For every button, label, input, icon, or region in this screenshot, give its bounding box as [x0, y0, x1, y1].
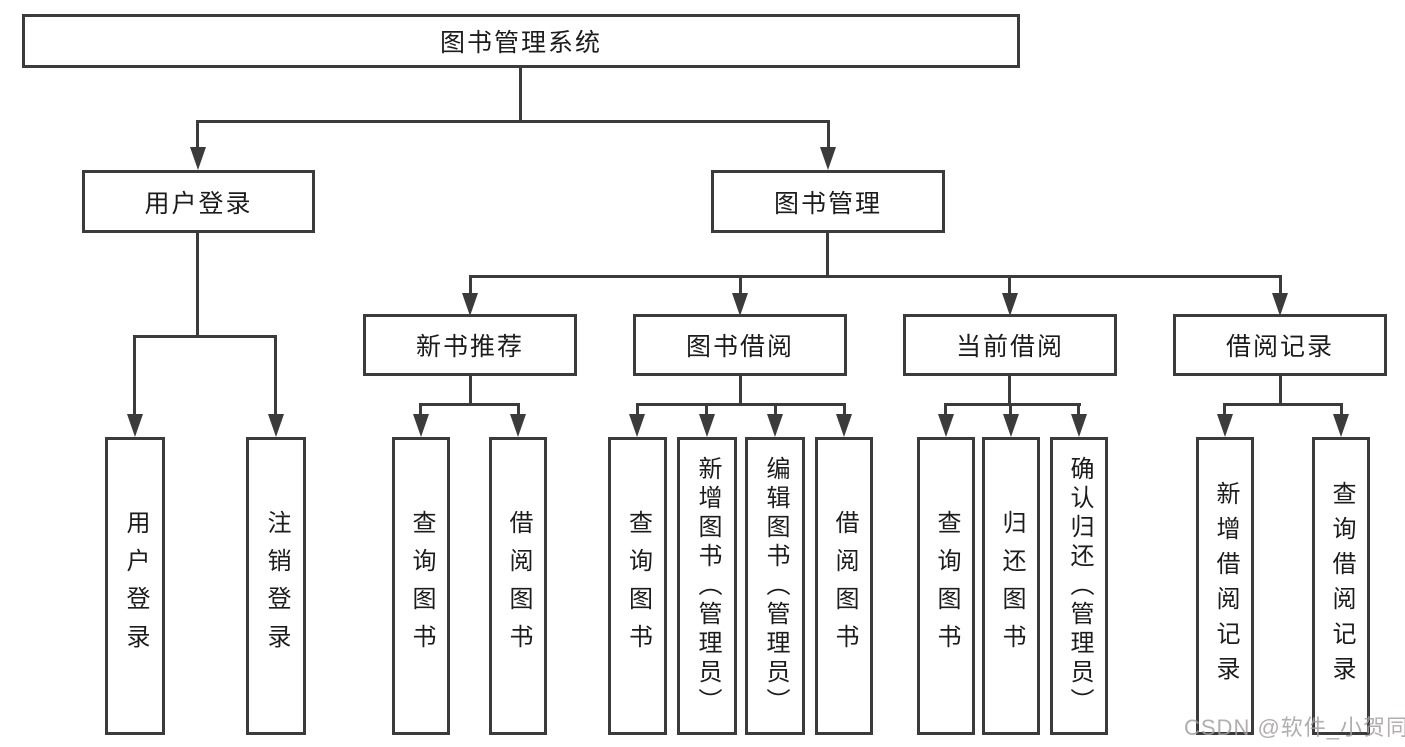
node-book-mgmt-label: 图书管理: [773, 189, 882, 218]
node-borrow-records: 借阅记录: [1173, 314, 1387, 376]
connector-current-borrow-split: [944, 403, 1081, 406]
leaf-current-confirm-admin-label: 确认归还（管理员）: [1066, 455, 1093, 717]
connector-user-login-split: [133, 335, 276, 338]
arrowhead-bb-edit: [767, 414, 783, 437]
arrowhead-new-books: [462, 293, 478, 316]
connector-stem-br-query: [1340, 403, 1343, 416]
connector-stem-nb-borrow: [517, 403, 520, 416]
arrowhead-book-mgmt: [820, 147, 836, 170]
arrowhead-borrow-records: [1272, 293, 1288, 316]
leaf-current-return: 归还图书: [982, 437, 1040, 735]
arrowhead-user-login: [190, 147, 206, 170]
arrowhead-bb-add: [699, 414, 715, 437]
connector-book-borrow-trunk: [739, 376, 742, 406]
leaf-borrow-query: 查询图书: [608, 437, 667, 735]
leaf-records-add-label: 新增借阅记录: [1212, 481, 1239, 691]
connector-borrow-records-split: [1223, 403, 1343, 406]
arrowhead-cb-return: [1003, 414, 1019, 437]
leaf-borrow-edit-admin: 编辑图书（管理员）: [745, 437, 805, 735]
connector-new-books-trunk: [469, 376, 472, 406]
leaf-newbooks-borrow: 借阅图书: [489, 437, 547, 735]
connector-book-borrow-split: [636, 403, 846, 406]
leaf-borrow-edit-admin-label: 编辑图书（管理员）: [762, 455, 789, 717]
leaf-newbooks-borrow-label: 借阅图书: [505, 510, 532, 662]
csdn-watermark: CSDN @软件_小贺同学: [1184, 715, 1405, 740]
connector-new-books-split: [419, 403, 520, 406]
connector-stem-cb-query: [944, 403, 947, 416]
connector-level3-split: [469, 275, 1282, 278]
leaf-logout-label: 注销登录: [263, 510, 290, 662]
node-book-borrow: 图书借阅: [633, 314, 847, 376]
leaf-current-query-label: 查询图书: [933, 510, 960, 662]
arrowhead-nb-borrow: [510, 414, 526, 437]
arrowhead-bb-query: [629, 414, 645, 437]
node-user-login: 用户登录: [82, 170, 315, 233]
leaf-records-query-label: 查询借阅记录: [1328, 481, 1355, 691]
connector-stem-bb-borrow: [843, 403, 846, 416]
arrowhead-nb-query: [413, 414, 429, 437]
leaf-current-return-label: 归还图书: [998, 510, 1025, 662]
node-current-borrow-label: 当前借阅: [955, 333, 1064, 361]
arrowhead-current-borrow: [1002, 293, 1018, 316]
connector-stem-leaf-logout: [274, 335, 277, 416]
connector-stem-cb-confirm: [1077, 403, 1080, 416]
leaf-borrow-add-admin: 新增图书（管理员）: [677, 437, 737, 735]
connector-stem-leaf-user-login: [133, 335, 136, 416]
connector-stem-book-borrow: [739, 275, 742, 295]
arrowhead-leaf-logout: [268, 414, 284, 437]
node-new-books: 新书推荐: [363, 314, 577, 376]
leaf-newbooks-query: 查询图书: [392, 437, 450, 735]
connector-root-trunk: [519, 68, 522, 122]
node-user-login-label: 用户登录: [144, 189, 253, 218]
arrowhead-br-add: [1217, 414, 1233, 437]
connector-current-borrow-trunk: [1008, 376, 1011, 406]
arrowhead-leaf-user-login: [127, 414, 143, 437]
node-current-borrow: 当前借阅: [903, 314, 1117, 376]
arrowhead-cb-query: [938, 414, 954, 437]
connector-borrow-records-trunk: [1279, 376, 1282, 406]
leaf-records-query: 查询借阅记录: [1312, 437, 1370, 735]
connector-stem-bb-query: [636, 403, 639, 416]
node-book-borrow-label: 图书借阅: [685, 333, 794, 361]
leaf-borrow-add-admin-label: 新增图书（管理员）: [694, 455, 721, 717]
connector-stem-new-books: [469, 275, 472, 295]
connector-user-login-trunk: [196, 233, 199, 337]
connector-level2-split: [196, 120, 830, 123]
arrowhead-book-borrow: [732, 293, 748, 316]
leaf-newbooks-query-label: 查询图书: [408, 510, 435, 662]
leaf-borrow-borrow-label: 借阅图书: [831, 510, 858, 662]
connector-stem-bb-add: [705, 403, 708, 416]
leaf-user-login: 用户登录: [105, 437, 165, 735]
leaf-borrow-query-label: 查询图书: [624, 510, 652, 662]
connector-stem-book-mgmt: [827, 120, 830, 150]
node-borrow-records-label: 借阅记录: [1225, 333, 1334, 361]
node-book-mgmt: 图书管理: [711, 170, 945, 233]
connector-stem-borrow-records: [1279, 275, 1282, 295]
connector-stem-user-login: [196, 120, 199, 150]
leaf-logout: 注销登录: [246, 437, 306, 735]
leaf-records-add: 新增借阅记录: [1196, 437, 1254, 735]
node-new-books-label: 新书推荐: [415, 333, 524, 361]
connector-stem-cb-return: [1009, 403, 1012, 416]
connector-stem-bb-edit: [774, 403, 777, 416]
leaf-current-query: 查询图书: [917, 437, 975, 735]
arrowhead-cb-confirm: [1071, 414, 1087, 437]
leaf-user-login-label: 用户登录: [122, 510, 149, 662]
node-library-system-label: 图书管理系统: [439, 29, 602, 57]
connector-book-mgmt-trunk: [826, 233, 829, 278]
connector-stem-br-add: [1223, 403, 1226, 416]
node-library-system: 图书管理系统: [22, 14, 1020, 68]
connector-stem-current-borrow: [1008, 275, 1011, 295]
connector-stem-nb-query: [419, 403, 422, 416]
arrowhead-bb-borrow: [836, 414, 852, 437]
leaf-current-confirm-admin: 确认归还（管理员）: [1050, 437, 1108, 735]
arrowhead-br-query: [1333, 414, 1349, 437]
leaf-borrow-borrow: 借阅图书: [815, 437, 873, 735]
